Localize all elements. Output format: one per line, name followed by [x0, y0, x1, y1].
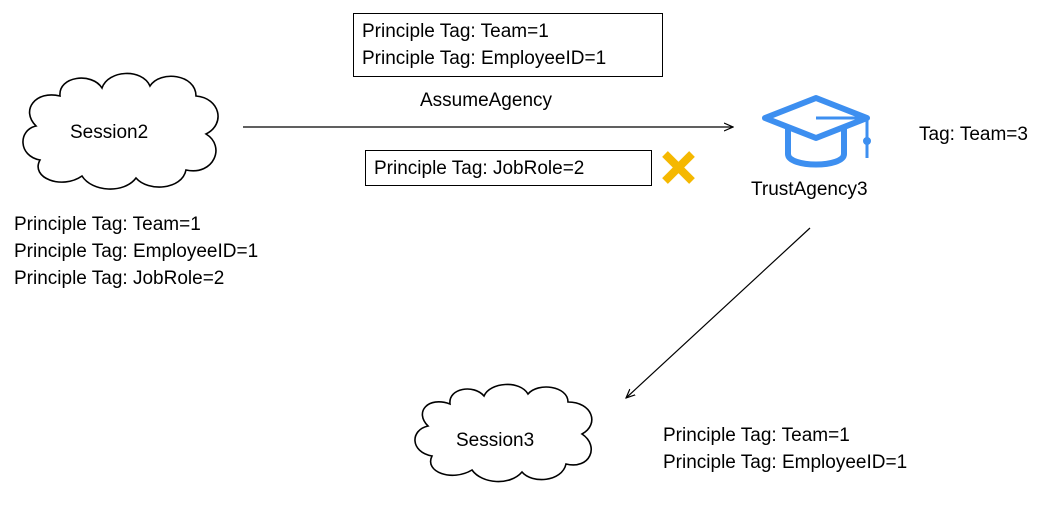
transferred-tag-line: Principle Tag: Team=1	[362, 21, 549, 42]
transferred-tags-box: Principle Tag: Team=1 Principle Tag: Emp…	[353, 13, 663, 77]
session3-cloud	[414, 383, 593, 483]
graduation-cap-icon	[762, 95, 871, 168]
session2-cloud	[22, 72, 219, 190]
agency-tag: Tag: Team=3	[919, 124, 1028, 145]
cross-icon	[662, 151, 695, 184]
session2-tag: Principle Tag: JobRole=2	[14, 268, 225, 289]
rejected-tag-line: Principle Tag: JobRole=2	[374, 158, 585, 179]
agency-to-session3-arrow	[626, 227, 811, 398]
session2-tags: Principle Tag: Team=1 Principle Tag: Emp…	[14, 211, 258, 292]
session2-tag: Principle Tag: EmployeeID=1	[14, 241, 259, 262]
rejected-tag-box: Principle Tag: JobRole=2	[365, 150, 652, 186]
session3-label: Session3	[456, 430, 535, 451]
agency-label: TrustAgency3	[751, 179, 868, 200]
session2-tag: Principle Tag: Team=1	[14, 214, 201, 235]
session3-tag: Principle Tag: EmployeeID=1	[663, 452, 908, 473]
assume-agency-label: AssumeAgency	[420, 90, 553, 111]
transferred-tag-line: Principle Tag: EmployeeID=1	[362, 48, 607, 69]
session3-tags: Principle Tag: Team=1 Principle Tag: Emp…	[663, 422, 907, 476]
session3-tag: Principle Tag: Team=1	[663, 425, 850, 446]
session2-label: Session2	[70, 122, 149, 143]
